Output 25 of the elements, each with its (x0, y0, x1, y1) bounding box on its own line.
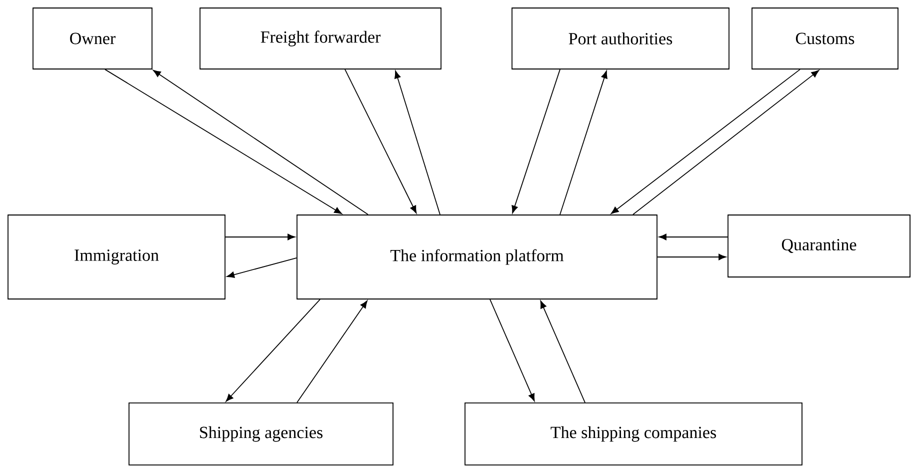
arrow (344, 69, 417, 214)
arrow (226, 258, 297, 278)
arrow (512, 69, 560, 214)
arrow (610, 69, 800, 214)
arrow (226, 299, 320, 402)
entity-box: Owner (32, 8, 152, 70)
entity-box: Customs (752, 8, 898, 70)
arrow (658, 234, 728, 240)
arrow (632, 70, 820, 215)
arrow (153, 70, 368, 215)
arrow (394, 70, 440, 215)
entity-box: Shipping agencies (128, 402, 394, 466)
arrow (490, 299, 535, 402)
arrow (560, 70, 608, 215)
entity-box: Port authorities (512, 8, 730, 70)
arrow (540, 300, 586, 403)
entity-box: Freight forwarder (200, 8, 442, 70)
entity-box: Immigration (8, 214, 226, 300)
arrow (657, 254, 726, 260)
entity-box: Quarantine (728, 214, 910, 278)
arrow (296, 300, 368, 403)
entity-box: The information platform (296, 214, 658, 300)
arrow (104, 69, 342, 214)
arrow (225, 234, 296, 240)
entity-box: The shipping companies (464, 402, 802, 466)
